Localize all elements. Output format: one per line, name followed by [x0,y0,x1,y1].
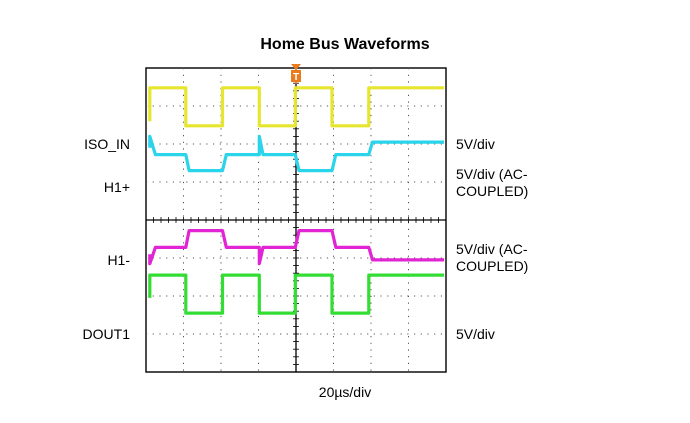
trigger-box [291,70,301,82]
scale-label-ch3-line2: COUPLED) [456,258,529,274]
x-axis-label: 20µs/div [318,384,372,400]
scale-label-ch4: 5V/div [456,326,495,342]
scale-label-ch1: 5V/div [456,136,495,152]
waveform-h1- [148,134,445,173]
channel-label-h1-minus: H1- [107,252,130,268]
waveform-h1- [148,229,445,266]
channel-label-dout1: DOUT1 [82,326,130,342]
trigger-label: T [293,72,299,83]
waveform-dout1 [148,273,445,315]
channel-label-h1-plus: H1+ [103,179,130,195]
scale-label-ch2-line1: 5V/div (AC- [456,166,528,182]
scale-label-ch3-line1: 5V/div (AC- [456,241,528,257]
waveform-iso-in [148,86,445,128]
chart-title: Home Bus Waveforms [260,36,430,53]
channel-label-iso-in: ISO_IN [84,136,130,152]
scale-label-ch2-line2: COUPLED) [456,183,529,199]
trigger-arrow-icon [291,64,301,70]
